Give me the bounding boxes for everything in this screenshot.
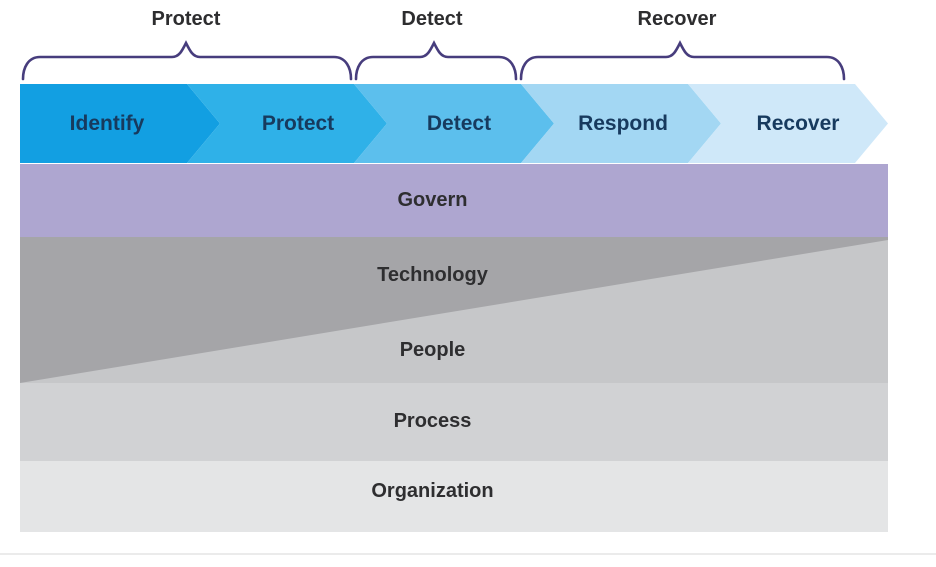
chevron-detect-shape <box>354 84 554 163</box>
chevron-label-respond: Respond <box>578 112 668 135</box>
brace-group <box>21 40 846 81</box>
chevron-respond-shape <box>521 84 721 163</box>
layer-label-technology: Technology <box>377 264 488 286</box>
chevron-protect-shape <box>187 84 387 163</box>
layer-label-organization: Organization <box>371 480 494 502</box>
chevron-label-identify: Identify <box>69 112 145 135</box>
brace-protect-icon <box>21 40 353 81</box>
bottom-divider <box>0 553 936 555</box>
layer-label-people: People <box>399 339 466 361</box>
chevron-label-protect: Protect <box>261 112 335 135</box>
chevron-label-detect: Detect <box>426 112 492 135</box>
process-band <box>20 383 888 461</box>
technology-band <box>20 237 888 383</box>
phase-label-detect: Detect <box>401 8 463 30</box>
chevron-label-recover: Recover <box>756 112 840 135</box>
layer-label-govern: Govern <box>397 189 468 211</box>
brace-recover-icon <box>519 40 846 81</box>
organization-band <box>20 461 888 532</box>
chevron-recover-shape <box>688 84 888 163</box>
layer-label-process: Process <box>393 410 472 432</box>
phase-label-recover: Recover <box>637 8 717 30</box>
phase-label-protect: Protect <box>151 8 221 30</box>
chevron-identify-shape <box>20 84 220 163</box>
govern-band <box>20 164 888 237</box>
brace-detect-icon <box>354 40 518 81</box>
